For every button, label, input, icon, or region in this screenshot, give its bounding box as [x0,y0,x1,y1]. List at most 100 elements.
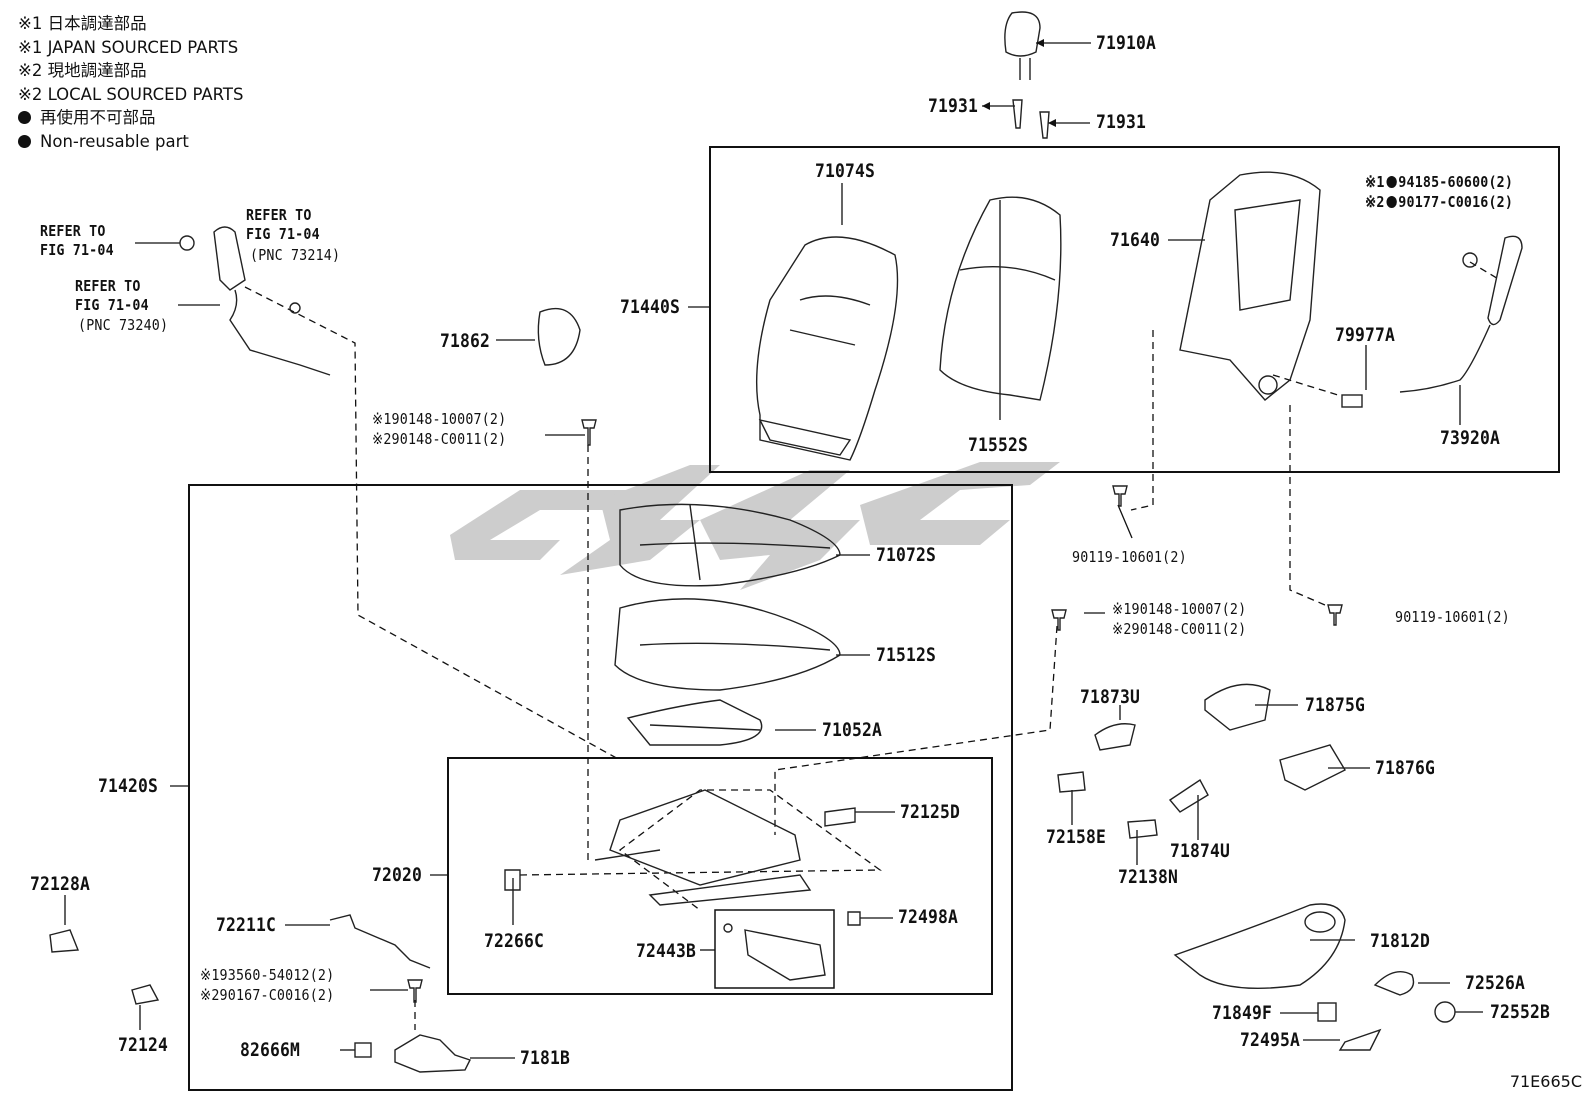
part-label-72211C[interactable]: 72211C [216,914,277,936]
part-label-72552B[interactable]: 72552B [1490,1001,1551,1023]
part-label-90148[interactable]: ※190148-10007(2) [1112,600,1246,618]
part-label-90119[interactable]: 90119-10601(2) [1395,608,1510,626]
adjuster-box [447,757,993,995]
dashed-guides [244,261,1501,1030]
clip-icon [131,984,160,1005]
mark-2: ※2 [372,430,392,448]
part-label-71862[interactable]: 71862 [440,330,491,352]
trim-icon [1204,683,1271,731]
ref-label[interactable]: FIG 71-04 [246,225,320,243]
part-label-71874U[interactable]: 71874U [1170,840,1231,862]
part-label-71812D[interactable]: 71812D [1370,930,1431,952]
part-label-93560[interactable]: ※193560-54012(2) [200,966,334,984]
cap-icon [1434,1001,1456,1023]
part-label-72526A[interactable]: 72526A [1465,972,1526,994]
part-label-90148[interactable]: ※290148-C0011(2) [372,430,506,448]
part-label-72266C[interactable]: 72266C [484,930,545,952]
bracket-icon [394,1034,471,1073]
ref-label[interactable]: FIG 71-04 [40,241,114,259]
legend-line-1: ※1 日本調達部品 [18,14,147,33]
part-label-71440S[interactable]: 71440S [620,296,681,318]
clip-icon [504,869,521,891]
part-label-71910A[interactable]: 71910A [1096,32,1157,54]
recliner-subbox [714,909,835,989]
part-label-72125D[interactable]: 72125D [900,801,961,823]
part-label-71931[interactable]: 71931 [928,95,979,117]
trim-icon [1279,744,1346,791]
cover-icon [1338,1028,1382,1051]
knob-icon [1373,971,1415,996]
part-label-90148[interactable]: ※190148-10007(2) [372,410,506,428]
ref-label[interactable]: REFER TO [246,206,312,224]
part-label-71849F[interactable]: 71849F [1212,1002,1273,1024]
part-label-71875G[interactable]: 71875G [1305,694,1366,716]
bolt-icon [1051,609,1067,631]
part-label-90148[interactable]: ※290148-C0011(2) [1112,620,1246,638]
ref-label[interactable]: (PNC 73240) [78,316,169,334]
trim-icon [1168,778,1209,813]
part-label-71074S[interactable]: 71074S [815,160,876,182]
part-label-71640[interactable]: 71640 [1110,229,1161,251]
seatback-pad-icon [939,196,1062,401]
cable-icon [329,914,431,969]
bolt-icon [581,419,597,446]
part-label-71931[interactable]: 71931 [1096,111,1147,133]
legend-line-5: 再使用不可部品 [18,106,243,130]
bullet-icon [18,111,31,125]
bolt-icon [1112,485,1128,507]
seatback-cover-icon [755,236,899,461]
part-label-72498A[interactable]: 72498A [898,906,959,928]
part-label-71552S[interactable]: 71552S [968,434,1029,456]
headrest-guide-icon [1039,111,1050,139]
mark-2: ※2 [200,986,220,1004]
part-label-79977A[interactable]: 79977A [1335,324,1396,346]
buckle-icon [213,226,246,291]
part-label-72020[interactable]: 72020 [372,864,423,886]
part-label-72443B[interactable]: 72443B [636,940,697,962]
part-sketches [49,11,1523,1073]
mark-1: ※1 [200,966,220,984]
part-label-82666M[interactable]: 82666M [240,1039,301,1061]
legend-text-5: 再使用不可部品 [40,108,156,128]
ref-label[interactable]: FIG 71-04 [75,296,149,314]
part-label-72138N[interactable]: 72138N [1118,866,1179,888]
ref-label[interactable]: REFER TO [75,277,141,295]
part-label-71512S[interactable]: 71512S [876,644,937,666]
part-number: 90148-10007(2) [1131,600,1247,618]
mark-1: ※1 [1365,173,1385,191]
arrow-heads [982,39,1056,127]
part-label-72158E[interactable]: 72158E [1046,826,1107,848]
legend-text-6: Non-reusable part [40,131,189,151]
part-label-90119[interactable]: 90119-10601(2) [1072,548,1187,566]
seatback-frame-icon [1179,171,1321,401]
part-label-90167[interactable]: ※290167-C0016(2) [200,986,334,1004]
clip-icon [1057,771,1086,793]
part-label-7181B[interactable]: 7181B [520,1047,571,1069]
part-label-71876G[interactable]: 71876G [1375,757,1436,779]
part-label-73920A[interactable]: 73920A [1440,427,1501,449]
legend-line-2: ※1 JAPAN SOURCED PARTS [18,37,239,57]
bullet-icon [18,134,31,148]
ref-label[interactable]: (PNC 73214) [250,246,341,264]
part-label-71052A[interactable]: 71052A [822,719,883,741]
part-label-72124[interactable]: 72124 [118,1034,169,1056]
mark-1: ※1 [372,410,392,428]
ref-label[interactable]: REFER TO [40,222,106,240]
clip-icon [847,911,861,926]
part-label-71873U[interactable]: 71873U [1080,686,1141,708]
mark-1: ※1 [1112,600,1132,618]
side-airbag-icon [1487,235,1523,326]
clip-icon [1127,819,1158,839]
figure-code: 71E665C [1509,1072,1582,1091]
part-label-72495A[interactable]: 72495A [1240,1029,1301,1051]
seat-cushion-box [188,484,1013,1091]
leader-lines [64,42,1483,1059]
part-label-72128A[interactable]: 72128A [30,873,91,895]
part-number: 90148-C0011(2) [391,430,507,448]
part-label-71072S[interactable]: 71072S [876,544,937,566]
part-label-71420S[interactable]: 71420S [98,775,159,797]
part-number: 90148-10007(2) [391,410,507,428]
